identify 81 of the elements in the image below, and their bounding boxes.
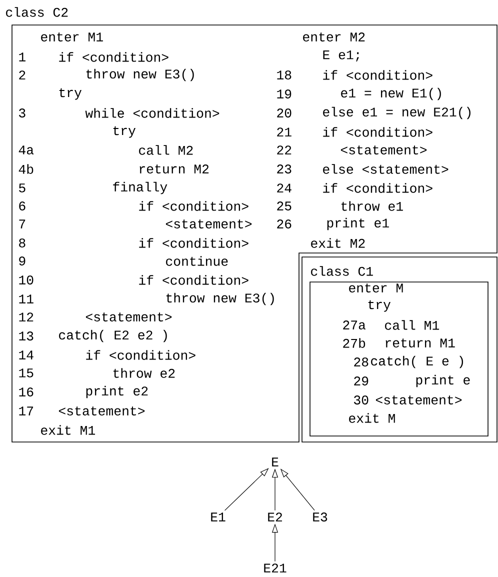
line-number: 4b (18, 164, 34, 174)
line-number: 28 (354, 358, 368, 366)
code-line: print e1 (327, 218, 389, 230)
code-line: if <condition> (86, 350, 196, 360)
line-number: 22 (277, 146, 292, 154)
code-line: <statement> (340, 146, 427, 154)
line-number: 11 (19, 294, 34, 304)
code-line: <statement> (376, 396, 462, 404)
code-line: <statement> (86, 312, 172, 322)
code-line: exit M2 (311, 238, 365, 248)
code-line: if <condition> (323, 70, 432, 80)
code-line: continue (166, 256, 228, 266)
code-line: finally (113, 182, 168, 194)
class-heading: class C2 (6, 7, 68, 17)
code-line: if <condition> (323, 183, 432, 193)
class-name: E21 (264, 564, 286, 572)
code-line: else <statement> (323, 164, 448, 174)
code-line: <statement> (166, 220, 252, 228)
code-line: throw new E3() (166, 292, 274, 306)
line-number: 1 (19, 52, 26, 62)
line-number: 15 (19, 368, 34, 378)
code-line: if <condition> (139, 201, 248, 211)
code-line: if <condition> (323, 127, 432, 137)
line-number: 7 (19, 220, 26, 228)
code-line: catch( E e ) (371, 356, 464, 368)
line-number: 23 (277, 164, 292, 174)
line-number: 21 (277, 128, 292, 136)
line-number: 27a (343, 320, 366, 330)
line-number: 20 (277, 108, 292, 118)
code-line: try (113, 126, 136, 138)
code-line: print e2 (86, 386, 148, 398)
line-number: 25 (277, 202, 292, 210)
code-line: exit M (349, 413, 395, 423)
line-number: 29 (354, 376, 368, 386)
line-number: 17 (19, 406, 34, 416)
line-number: 6 (19, 202, 26, 210)
code-line: enter M2 (303, 32, 365, 42)
code-line: while <condition> (85, 108, 220, 118)
code-line: try (368, 300, 391, 312)
line-number: 13 (19, 332, 34, 340)
class-name: E2 (268, 512, 282, 522)
line-number: 18 (277, 70, 292, 80)
line-number: 3 (19, 108, 26, 118)
code-line: try (59, 88, 82, 100)
code-line: return M1 (386, 338, 455, 348)
code-line: throw e1 (341, 201, 403, 211)
code-line: <statement> (58, 406, 145, 416)
class-heading: class C1 (311, 266, 373, 276)
line-number: 10 (19, 276, 34, 284)
code-line: if <condition> (59, 52, 168, 62)
code-line: if <condition> (139, 238, 248, 248)
code-line: call M2 (139, 145, 193, 155)
code-line: if <condition> (139, 275, 248, 285)
line-number: 12 (19, 312, 34, 322)
code-line: print e (416, 374, 470, 388)
line-number: 16 (19, 388, 34, 396)
line-number: 19 (277, 90, 292, 98)
line-number: 26 (277, 220, 292, 228)
line-number: 24 (277, 184, 292, 192)
code-line: enter M1 (41, 32, 103, 42)
line-number: 27b (343, 338, 366, 348)
line-number: 8 (19, 238, 26, 248)
line-number: 2 (19, 70, 26, 80)
code-line: else e1 = new E21() (323, 106, 470, 120)
line-number: 14 (19, 350, 34, 360)
code-line: call M1 (385, 320, 440, 330)
class-name: E1 (211, 512, 226, 522)
code-line: catch( E2 e2 ) (59, 330, 167, 342)
line-number: 5 (19, 184, 26, 192)
code-line: E e1; (323, 50, 359, 62)
line-number: 30 (354, 396, 368, 404)
class-name: E3 (313, 512, 328, 522)
line-number: 4a (18, 146, 34, 154)
class-name: E (272, 458, 278, 466)
code-line: exit M1 (41, 425, 96, 435)
code-line: throw new E3() (86, 68, 194, 82)
code-line: return M2 (140, 164, 209, 174)
code-line: throw e2 (113, 368, 175, 378)
code-line: enter M (349, 284, 403, 292)
line-number: 9 (19, 256, 26, 266)
code-line: e1 = new E1() (341, 88, 441, 100)
